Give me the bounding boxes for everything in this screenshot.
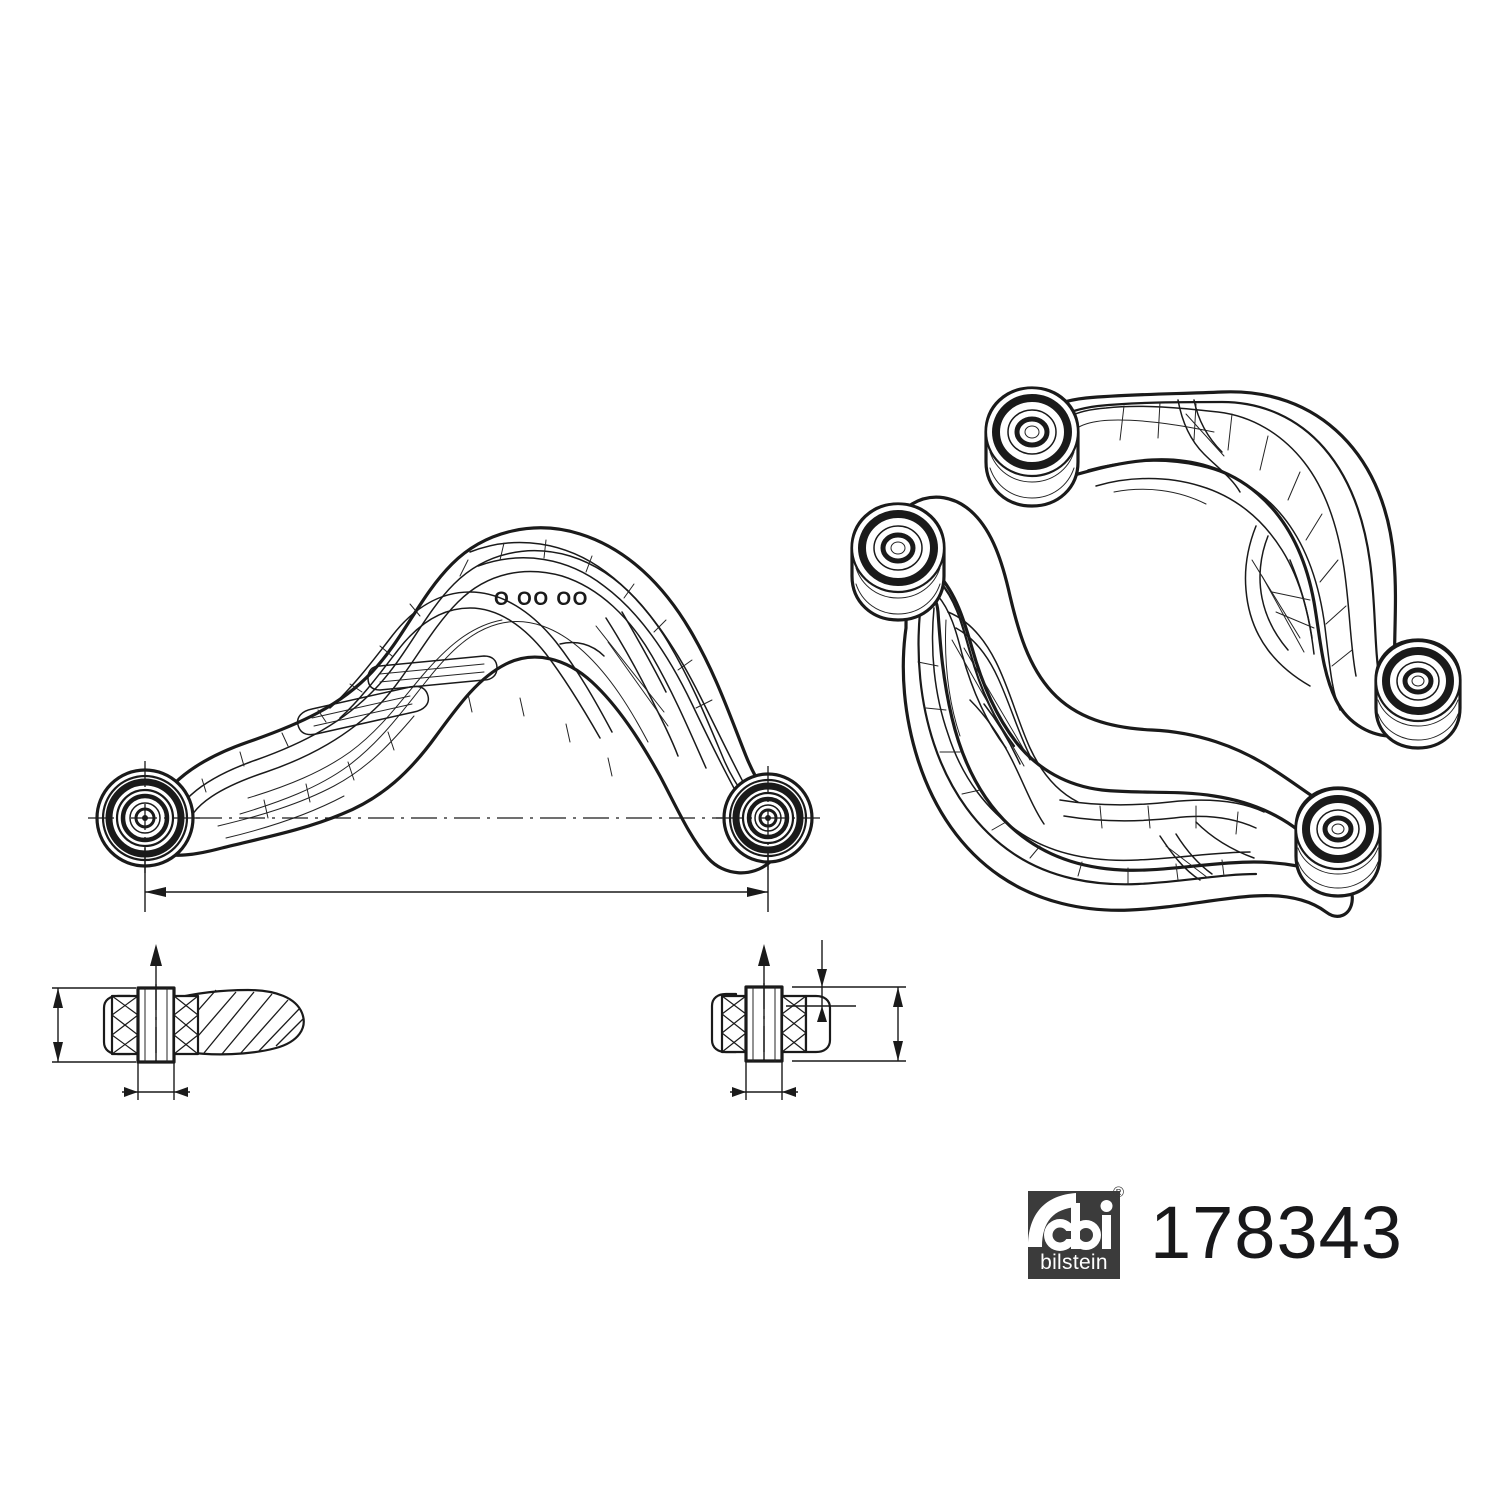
side-view-upper-ribs bbox=[201, 539, 713, 793]
casting-marking-text: O OO OO bbox=[494, 589, 589, 610]
detail-left-dimensions bbox=[52, 944, 190, 1100]
overall-length-dimension bbox=[144, 848, 769, 912]
iso-lower-right-bushing bbox=[1294, 786, 1382, 898]
iso-upper-left-bushing bbox=[984, 386, 1080, 508]
iso-upper-body bbox=[1013, 390, 1447, 738]
side-view-internal-webs bbox=[217, 591, 679, 839]
iso-lower-left-bushing bbox=[850, 502, 946, 622]
registered-trademark-icon: ® bbox=[1112, 1184, 1124, 1201]
detail-right-bushing bbox=[710, 983, 832, 1065]
detail-right-dimensions bbox=[730, 940, 906, 1100]
side-view-inner-contours bbox=[169, 541, 757, 835]
logo-secondary-text: bilstein bbox=[1040, 1251, 1108, 1274]
part-number: 178343 bbox=[1150, 1191, 1403, 1274]
febi-bilstein-logo: bilstein ® bbox=[1020, 1185, 1124, 1281]
brand-and-part-number: bilstein ® 178343 bbox=[1020, 1185, 1403, 1281]
iso-upper-right-bushing bbox=[1374, 638, 1462, 750]
left-bushing-eye bbox=[88, 761, 202, 875]
